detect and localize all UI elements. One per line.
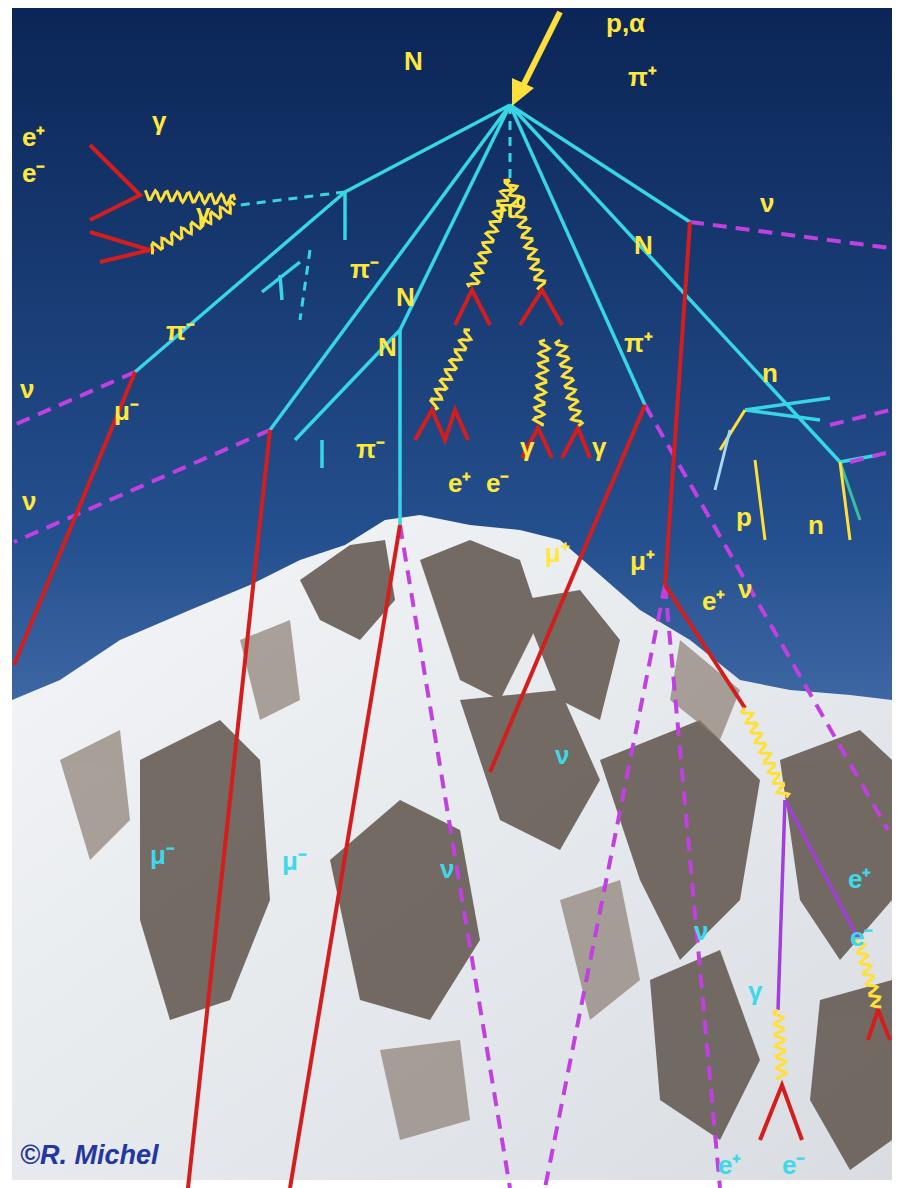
neutral-tracks	[240, 105, 510, 320]
particle-label: e⁺	[22, 124, 45, 150]
particle-label: e⁻	[22, 160, 45, 186]
particle-label: e⁺	[718, 1152, 741, 1178]
particle-label: γ	[748, 978, 762, 1004]
particle-label: μ⁺	[630, 548, 655, 574]
particle-label: μ⁻	[114, 398, 139, 424]
particle-label: ν	[694, 918, 708, 944]
particle-label: p,α	[606, 10, 645, 36]
particle-label: γ	[196, 200, 210, 226]
photon-tracks	[145, 180, 881, 1080]
particle-label: μ⁺	[545, 540, 570, 566]
hadron-tracks	[135, 105, 878, 525]
particle-label: N	[634, 232, 653, 258]
primary-arrow	[512, 12, 560, 106]
particle-label: π⁰	[496, 196, 525, 222]
particle-label: π⁻	[356, 436, 385, 462]
particle-label: e⁻	[850, 924, 873, 950]
particle-label: e⁺	[448, 470, 471, 496]
nucleon-fragments	[715, 410, 860, 540]
copyright-note: ©R. Michel	[20, 1142, 158, 1169]
particle-label: π⁺	[624, 330, 653, 356]
particle-label: n	[808, 512, 824, 538]
particle-label: e⁻	[782, 1152, 805, 1178]
particle-label: N	[396, 284, 415, 310]
particle-label: π⁻	[350, 256, 379, 282]
particle-label: π⁻	[166, 318, 195, 344]
particle-label: μ⁻	[150, 842, 175, 868]
particle-label: p	[736, 504, 752, 530]
pair-tracks	[778, 800, 858, 1010]
rock-patches	[140, 540, 892, 1170]
particle-label: γ	[592, 434, 606, 460]
particle-label: ν	[738, 576, 752, 602]
particle-label: n	[762, 360, 778, 386]
particle-label: ν	[20, 376, 34, 402]
particle-label: π⁺	[628, 64, 657, 90]
particle-label: N	[404, 48, 423, 74]
lepton-tracks	[14, 145, 890, 1188]
particle-label: e⁺	[702, 588, 725, 614]
particle-label: ν	[440, 856, 454, 882]
particle-label: μ⁻	[282, 848, 307, 874]
rock-shading	[60, 620, 740, 1140]
particle-label: e⁺	[848, 866, 871, 892]
sky	[12, 8, 892, 1180]
particle-label: ν	[555, 742, 569, 768]
neutrino-tracks	[14, 222, 890, 1188]
particle-label: γ	[520, 434, 534, 460]
particle-label: ν	[22, 488, 36, 514]
particle-label: ν	[760, 190, 774, 216]
particle-label: N	[378, 334, 397, 360]
particle-label: e⁻	[486, 470, 509, 496]
particle-label: γ	[152, 108, 166, 134]
